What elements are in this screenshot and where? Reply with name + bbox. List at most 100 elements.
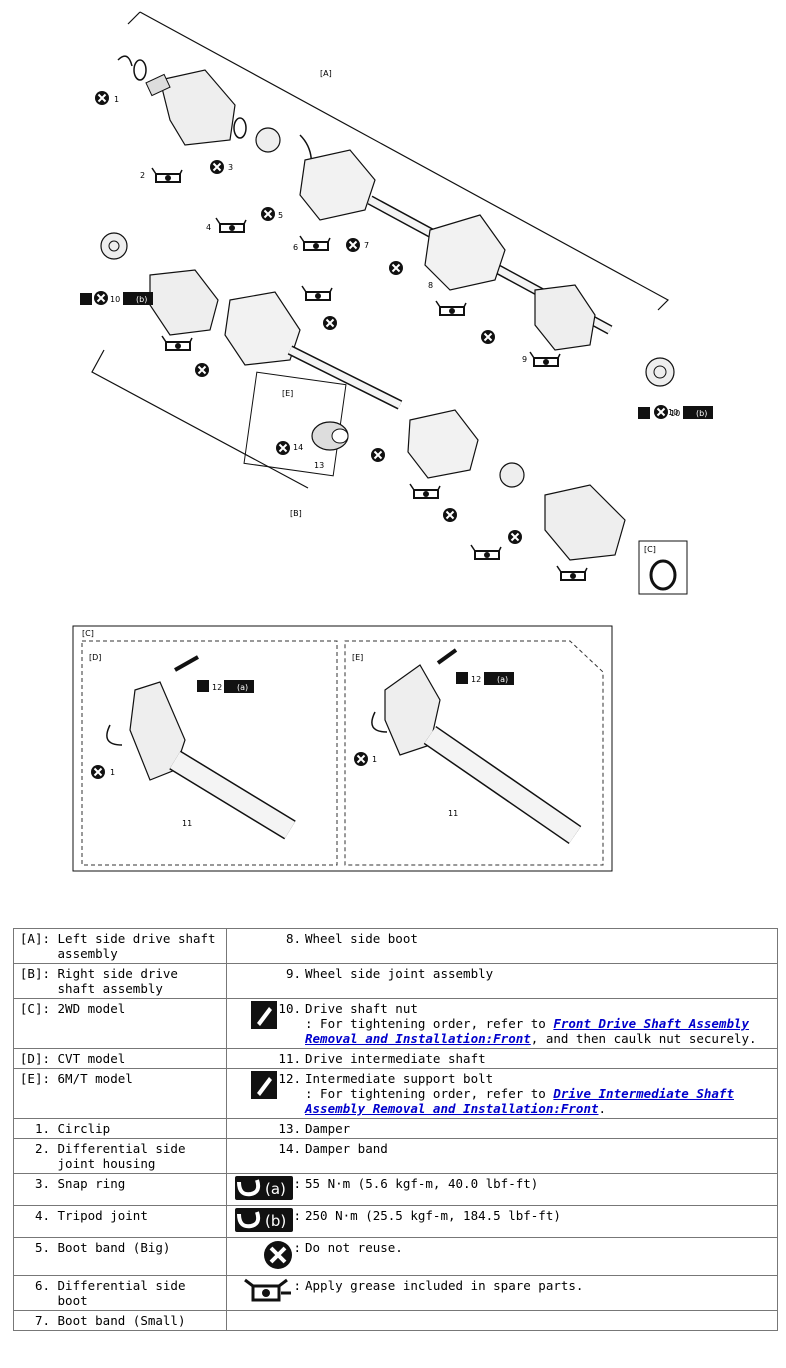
part-label: 11 xyxy=(182,819,192,828)
legend-right-cell: 12.Intermediate support bolt: For tighte… xyxy=(226,1068,778,1119)
legend-text: CVT model xyxy=(57,1051,126,1066)
svg-text:(b): (b) xyxy=(136,295,147,304)
part-label: 4 xyxy=(206,223,211,232)
bolt-e xyxy=(436,648,458,665)
legend-text: 2WD model xyxy=(57,1001,126,1016)
caulk-icon xyxy=(251,1071,277,1102)
tripod-joint-b xyxy=(499,462,525,488)
legend-left-cell: 1. Circlip xyxy=(13,1118,227,1139)
legend-number: : xyxy=(293,1240,301,1255)
torque-b-marker: (b) xyxy=(638,406,713,419)
legend-left-cell: 5. Boot band (Big) xyxy=(13,1237,227,1276)
part-label: 1 xyxy=(110,768,115,777)
do-not-reuse-icon xyxy=(263,1241,293,1273)
part-label: 11 xyxy=(448,809,458,818)
intermediate-shaft-mt xyxy=(384,664,582,845)
legend-number: 10. xyxy=(278,1001,301,1016)
exploded-view-diagram: [A] 1 2 3 4 5 6 7 8 xyxy=(72,11,713,872)
legend-text: Boot band (Big) xyxy=(57,1240,171,1255)
svg-text:(a): (a) xyxy=(265,1180,286,1198)
legend-number: : xyxy=(293,1278,301,1293)
shaft-b xyxy=(287,345,403,410)
legend-right-cell: 10.Drive shaft nut: For tightening order… xyxy=(226,998,778,1049)
intermediate-shaft-cvt xyxy=(129,681,296,840)
legend-text: Differential side joint housing xyxy=(57,1141,186,1171)
legend-text: Differential side boot xyxy=(57,1278,186,1308)
torque-a-marker: 12 (a) xyxy=(197,680,254,693)
legend-row: 7. Boot band (Small) xyxy=(13,1310,778,1331)
legend-left-cell: 3. Snap ring xyxy=(13,1173,227,1206)
legend-number: : xyxy=(293,1176,301,1191)
svg-text:12: 12 xyxy=(471,675,481,684)
legend-text: Do not reuse. xyxy=(305,1240,403,1255)
legend-text-block: Do not reuse. xyxy=(301,1240,770,1255)
group-c-label-small: [C] xyxy=(644,545,656,554)
legend-text: Damper xyxy=(305,1121,351,1136)
legend-number: [A]: xyxy=(19,931,50,946)
part-label: 3 xyxy=(228,163,233,172)
legend-row: 6. Differential side boot:Apply grease i… xyxy=(13,1275,778,1311)
group-b-label: [B] xyxy=(290,509,302,518)
legend-text-block: Wheel side boot xyxy=(301,931,770,946)
legend-number: [C]: xyxy=(19,1001,50,1016)
legend-text-block: Apply grease included in spare parts. xyxy=(301,1278,770,1293)
legend-left-cell: [C]: 2WD model xyxy=(13,998,227,1049)
legend-number: 9. xyxy=(285,966,301,981)
svg-text:(a): (a) xyxy=(237,683,248,692)
legend-row: 3. Snap ring(a):55 N·m (5.6 kgf-m, 40.0 … xyxy=(13,1173,778,1206)
legend-number: 6. xyxy=(34,1278,50,1293)
part-label: 7 xyxy=(364,241,369,250)
diff-joint-housing-b xyxy=(544,484,626,561)
legend-number: 8. xyxy=(285,931,301,946)
group-b-bracket xyxy=(91,349,309,489)
do-not-reuse-icon xyxy=(90,90,669,780)
legend-note: : For tightening order, refer to xyxy=(305,1016,554,1031)
legend-text: 250 N·m (25.5 kgf-m, 184.5 lbf-ft) xyxy=(305,1208,561,1223)
diff-side-boot-b xyxy=(407,409,479,479)
part-label: 5 xyxy=(278,211,283,220)
legend-text-block: Intermediate support bolt: For tightenin… xyxy=(301,1071,770,1116)
part-label: 1 xyxy=(114,95,119,104)
legend-text: Boot band (Small) xyxy=(57,1313,186,1328)
legend-number: : xyxy=(293,1208,301,1223)
legend-text: 6M/T model xyxy=(57,1071,133,1086)
legend-right-cell: 8.Wheel side boot xyxy=(226,928,778,964)
diff-side-boot-a xyxy=(299,149,376,221)
legend-number: 1. xyxy=(34,1121,50,1136)
reference-link[interactable]: Front Drive Shaft Assembly Removal and I… xyxy=(305,1016,750,1046)
diff-joint-housing-a xyxy=(145,69,236,146)
legend-number: [D]: xyxy=(19,1051,50,1066)
panel-c-label: [C] xyxy=(82,629,94,638)
legend-text: Left side drive shaft assembly xyxy=(57,931,216,961)
part-label: 14 xyxy=(293,443,303,452)
wheel-side-boot-a xyxy=(424,214,506,291)
circlip-c xyxy=(649,559,677,591)
legend-left-cell: [A]: Left side drive shaft assembly xyxy=(13,928,227,964)
panel-d-label: [D] xyxy=(89,653,101,662)
legend-right-cell: :Apply grease included in spare parts. xyxy=(226,1275,778,1311)
caulk-icon xyxy=(251,1001,277,1032)
svg-text:(a): (a) xyxy=(497,675,508,684)
wheel-side-joint-b xyxy=(149,269,219,336)
legend-note-suffix: , and then caulk nut securely. xyxy=(530,1031,757,1046)
legend-left-cell: 2. Differential side joint housing xyxy=(13,1138,227,1174)
wheel-side-boot-b xyxy=(224,291,301,366)
torque-b-icon: (b) xyxy=(235,1208,293,1235)
legend-text-block: Drive intermediate shaft xyxy=(301,1051,770,1066)
legend-right-cell: (b):250 N·m (25.5 kgf-m, 184.5 lbf-ft) xyxy=(226,1205,778,1238)
snap-ring-a xyxy=(233,117,247,139)
legend-text: Snap ring xyxy=(57,1176,126,1191)
group-a-bracket xyxy=(139,11,669,311)
reference-link[interactable]: Drive Intermediate Shaft Assembly Remova… xyxy=(305,1086,734,1116)
legend-number: 12. xyxy=(278,1071,301,1086)
legend-row: 5. Boot band (Big): Do not reuse. xyxy=(13,1237,778,1276)
legend-number: 5. xyxy=(34,1240,50,1255)
legend-right-cell: : Do not reuse. xyxy=(226,1237,778,1276)
part-label: 10 xyxy=(668,408,678,417)
